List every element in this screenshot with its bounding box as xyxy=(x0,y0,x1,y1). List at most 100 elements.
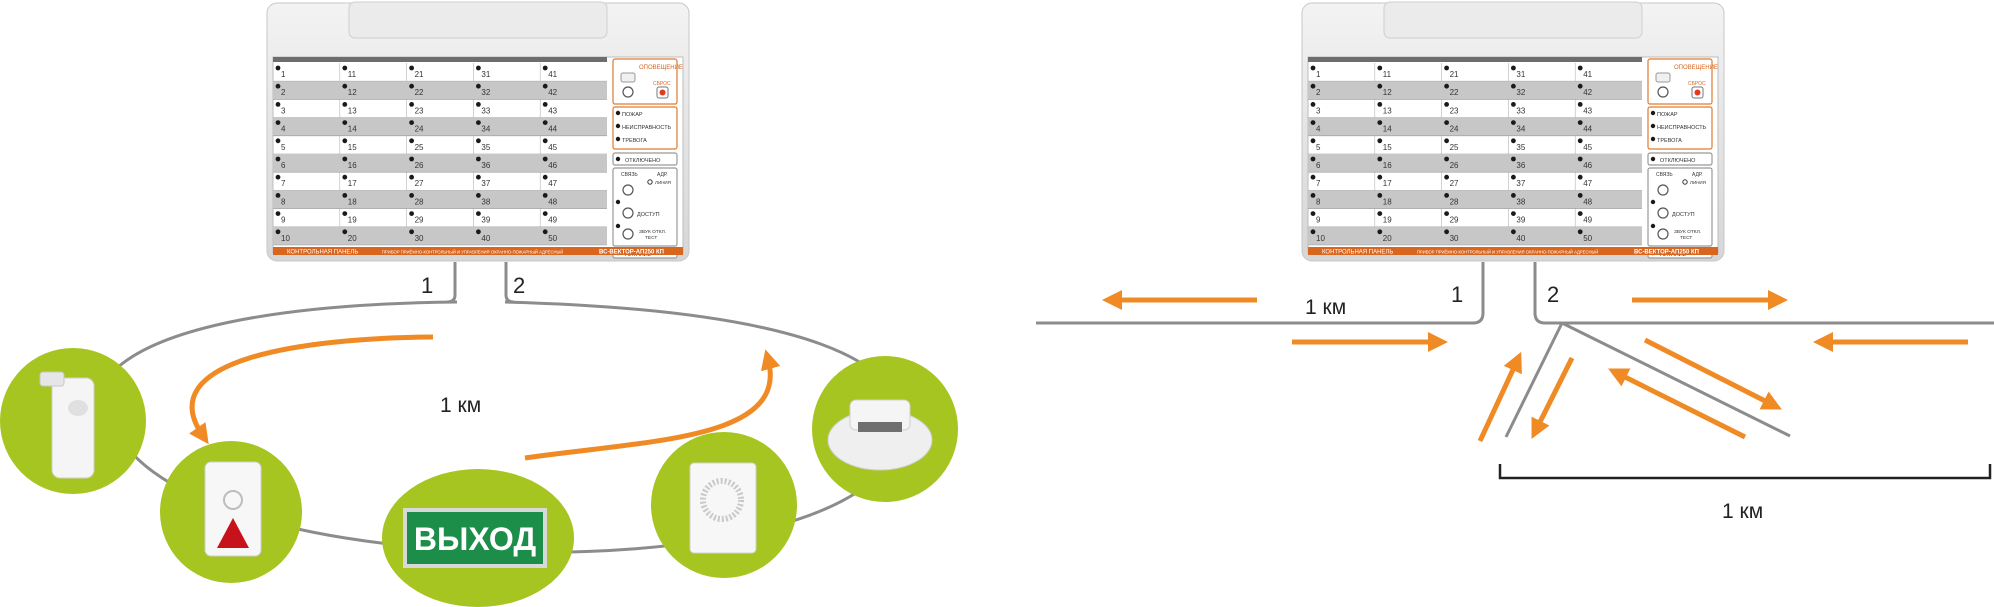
access-label: ДОСТУП xyxy=(637,212,660,218)
link-key-icon[interactable] xyxy=(622,184,634,196)
zone-led xyxy=(409,138,414,144)
zone-number: 16 xyxy=(348,161,357,170)
zone-number: 45 xyxy=(1583,143,1592,152)
line1-label: 1 xyxy=(421,273,433,298)
zone-number: 2 xyxy=(1316,88,1321,97)
ring-distance-label: 1 км xyxy=(440,394,481,417)
sound-key-icon[interactable] xyxy=(1657,228,1669,240)
zone-number: 28 xyxy=(415,197,424,206)
zone-number: 44 xyxy=(1583,125,1592,134)
zone-number: 34 xyxy=(481,125,490,134)
zone-led xyxy=(1577,193,1583,198)
fire-label: ПОЖАР xyxy=(1657,112,1678,118)
zone-led xyxy=(342,138,348,144)
zone-led xyxy=(1577,156,1583,162)
zone-row-shade xyxy=(1308,190,1642,209)
zone-number: 31 xyxy=(481,70,490,79)
zone-number: 39 xyxy=(481,216,490,225)
zone-led xyxy=(1377,83,1383,89)
indicator-column: ОПОВЕЩЕНИЕСБРОСПОЖАРНЕИСПРАВНОСТЬТРЕВОГА… xyxy=(612,58,683,259)
zone-number: 36 xyxy=(1516,161,1525,170)
branch-wire-left xyxy=(1504,322,1564,438)
zone-number: 46 xyxy=(1583,161,1592,170)
zone-led xyxy=(275,193,281,198)
reset-label: СБРОС xyxy=(1688,81,1706,87)
indicator-column: ОПОВЕЩЕНИЕСБРОСПОЖАРНЕИСПРАВНОСТЬТРЕВОГА… xyxy=(1647,58,1718,259)
zone-led xyxy=(1377,174,1383,180)
addr-label: АДР. xyxy=(1692,172,1703,178)
zone-number: 27 xyxy=(1450,179,1459,188)
zone-led xyxy=(542,174,548,180)
panel-footer-title: КОНТРОЛЬНАЯ ПАНЕЛЬ xyxy=(1322,250,1393,256)
zone-led xyxy=(1444,174,1449,180)
indicator-led xyxy=(1650,223,1656,229)
zone-number: 33 xyxy=(1516,106,1525,115)
zone-number: 12 xyxy=(348,88,357,97)
panel-footer-description: ПРИБОР ПРИЁМНО-КОНТРОЛЬНЫЙ И УПРАВЛЕНИЯ … xyxy=(382,250,563,255)
sound-key-icon[interactable] xyxy=(622,228,634,240)
zone-number: 1 xyxy=(281,70,286,79)
zone-number: 6 xyxy=(281,161,286,170)
zone-led xyxy=(1511,174,1516,180)
zone-led xyxy=(542,193,548,198)
notify-button[interactable] xyxy=(620,72,636,83)
zone-number: 2 xyxy=(281,88,286,97)
zone-number: 21 xyxy=(1450,70,1459,79)
zone-led xyxy=(1310,83,1316,89)
notify-label: ОПОВЕЩЕНИЕ xyxy=(639,65,683,71)
access-key-icon[interactable] xyxy=(622,207,634,219)
zone-number: 23 xyxy=(1450,106,1459,115)
zone-led xyxy=(542,102,548,107)
zone-number: 20 xyxy=(1383,234,1392,243)
link-label: СВЯЗЬ xyxy=(1656,172,1673,178)
line1-wire xyxy=(446,262,457,304)
manual-call-point-device xyxy=(160,441,302,583)
zone-number: 3 xyxy=(281,106,286,115)
distance-bracket xyxy=(1498,464,1992,480)
zone-number: 24 xyxy=(415,125,424,134)
notify-key-icon[interactable] xyxy=(1657,86,1669,98)
zone-number: 5 xyxy=(281,143,286,152)
zone-number: 50 xyxy=(548,234,557,243)
zone-led xyxy=(1444,156,1449,162)
indicator-led xyxy=(615,110,621,116)
line2-label: 2 xyxy=(1547,282,1559,307)
notify-button[interactable] xyxy=(1655,72,1671,83)
zone-number: 39 xyxy=(1516,216,1525,225)
zone-led xyxy=(1577,120,1583,125)
zone-led xyxy=(476,193,481,198)
zone-led xyxy=(1310,156,1316,162)
zone-number: 14 xyxy=(348,125,357,134)
notify-key-icon[interactable] xyxy=(622,86,634,98)
zone-led xyxy=(1310,138,1316,144)
zone-led xyxy=(275,229,281,235)
zone-number: 9 xyxy=(1316,216,1321,225)
zone-led xyxy=(409,83,414,89)
zone-led xyxy=(1444,229,1449,235)
zone-led xyxy=(275,65,281,71)
zone-led xyxy=(1310,120,1316,125)
zone-row-shade xyxy=(1308,154,1642,173)
zone-led xyxy=(342,193,348,198)
access-key-icon[interactable] xyxy=(1657,207,1669,219)
zone-number: 15 xyxy=(1383,143,1392,152)
arrow-branch-left-down xyxy=(1531,356,1575,439)
smoke-detector-device xyxy=(812,356,958,502)
zone-led xyxy=(1511,102,1516,107)
zone-led xyxy=(1577,174,1583,180)
zone-led xyxy=(275,102,281,107)
zone-led xyxy=(409,193,414,198)
line-label: ЛИНИЯ xyxy=(1690,180,1706,185)
line1-label: 1 xyxy=(1451,282,1463,307)
panel-footer-model: ВС-ВЕКТОР-АП250 КП xyxy=(1634,250,1699,256)
zone-number: 35 xyxy=(481,143,490,152)
zone-number: 31 xyxy=(1516,70,1525,79)
indicator-led xyxy=(615,199,621,205)
zone-led xyxy=(1511,211,1516,217)
indicator-led xyxy=(1650,156,1656,162)
zone-led xyxy=(342,211,348,217)
zone-number: 30 xyxy=(1450,234,1459,243)
zone-led xyxy=(1511,120,1516,125)
link-key-icon[interactable] xyxy=(1657,184,1669,196)
zone-number: 41 xyxy=(548,70,557,79)
